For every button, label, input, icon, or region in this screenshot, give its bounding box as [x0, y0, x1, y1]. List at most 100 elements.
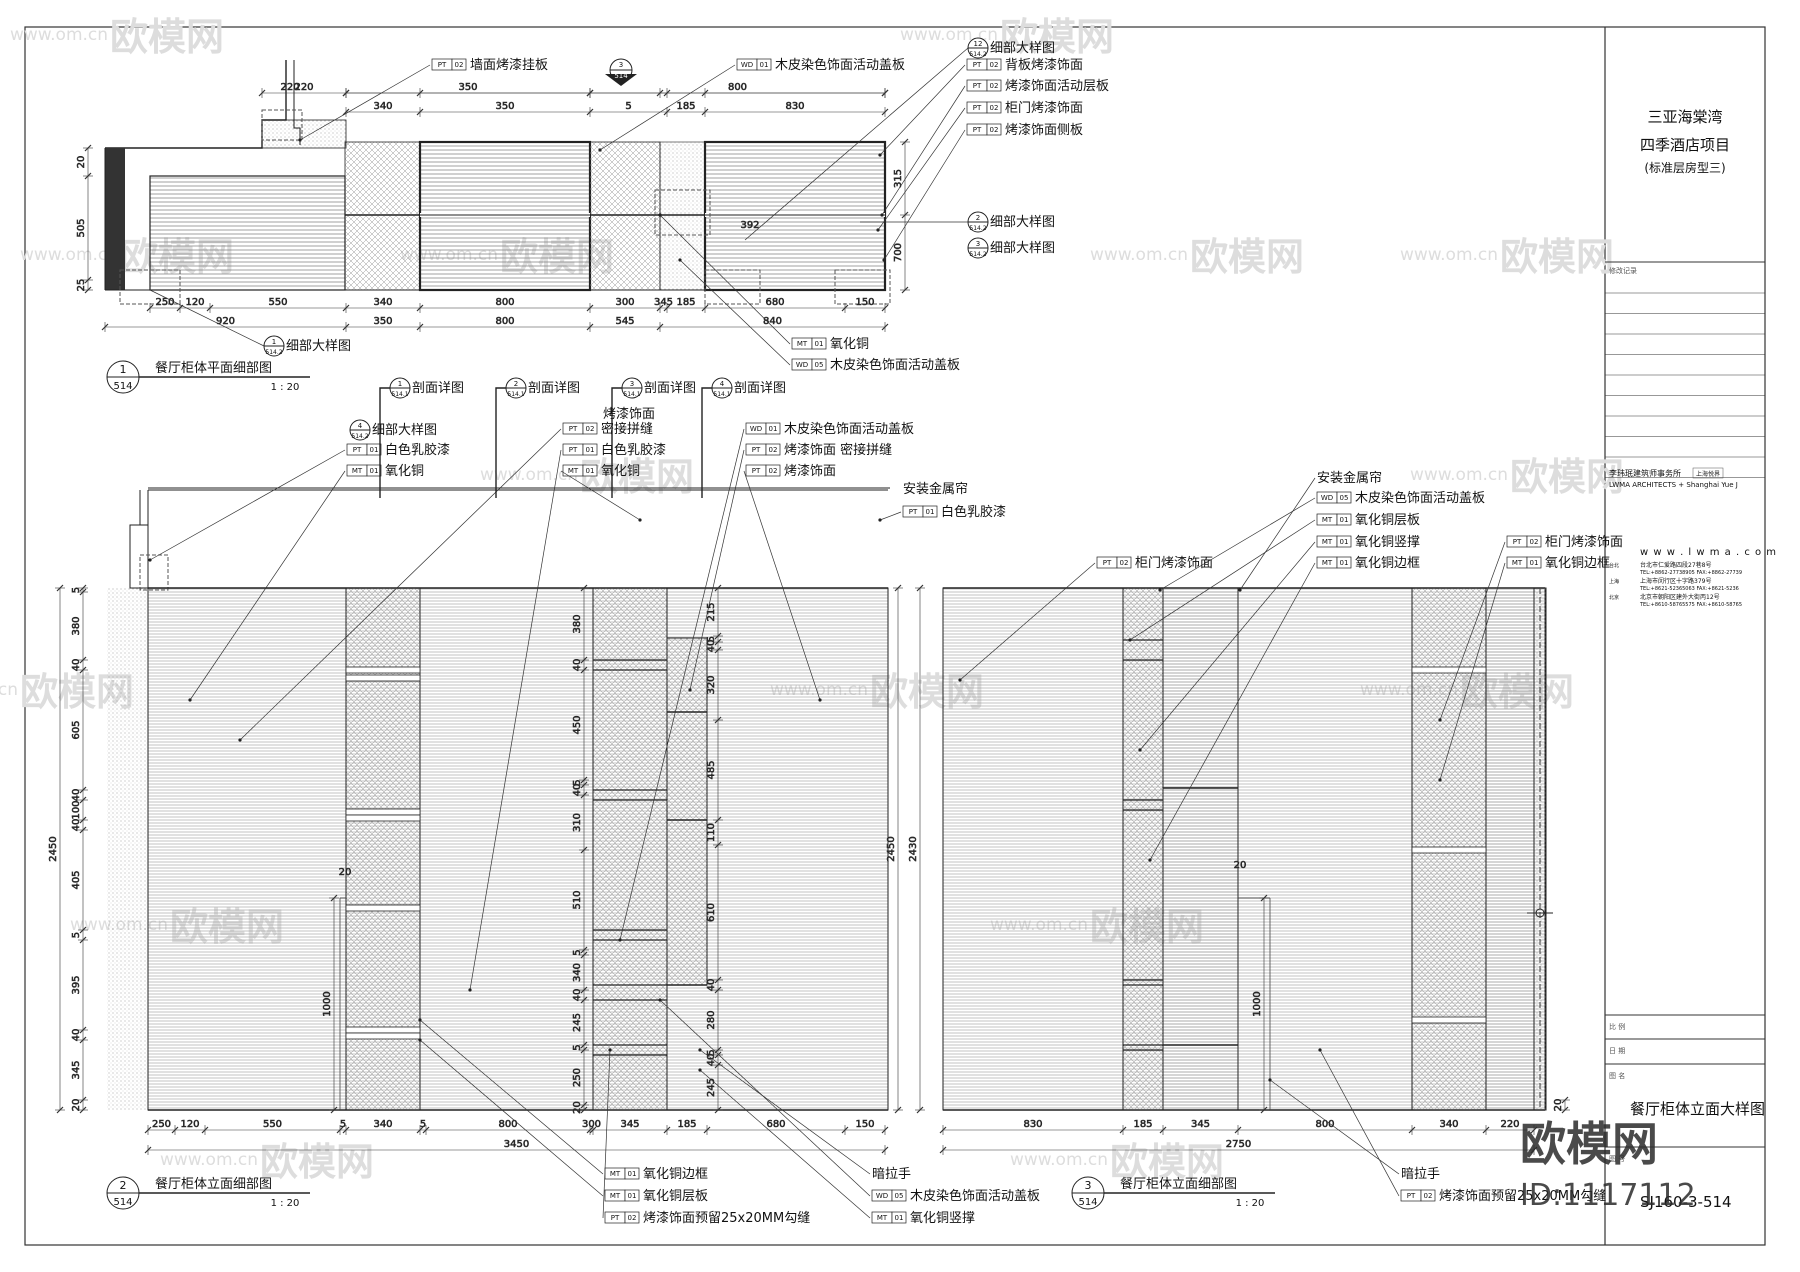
callout-text: 背板烤漆饰面 [1005, 57, 1083, 73]
scale-label: 比 例 [1609, 1022, 1625, 1031]
dim-label: 392 [740, 220, 759, 231]
dim-label: 245 [572, 1013, 583, 1032]
dim-label: 340 [1439, 1119, 1458, 1130]
callout-text: 白色乳胶漆 [601, 442, 666, 458]
dim-label: 250 [155, 297, 174, 308]
watermark-brand: 欧模网 [1190, 235, 1304, 279]
dim-label: 20 [71, 1099, 82, 1112]
dim-label: 20 [1553, 1099, 1564, 1112]
bubble-text: 剖面详图 [734, 381, 786, 396]
material-num: 01 [586, 467, 595, 475]
bubble-num: 1 [272, 338, 276, 346]
watermark-url: www.om.cn [0, 680, 18, 700]
dim-label: 485 [706, 760, 717, 779]
dim-label: 345 [71, 1060, 82, 1079]
dim-label: 395 [71, 975, 82, 994]
bubble-num: 2 [514, 380, 518, 388]
dim-label: 350 [373, 316, 392, 327]
callout-text: 密接拼缝 [601, 421, 653, 437]
material-code: PT [1513, 538, 1522, 546]
dim-label: 345 [620, 1119, 639, 1130]
material-code: MT [568, 467, 579, 475]
dim-label: 320 [706, 675, 717, 694]
callout-text: 氧化铜 [385, 464, 424, 479]
svg-text:3: 3 [619, 61, 623, 69]
material-num: 02 [769, 467, 778, 475]
material-num: 01 [586, 446, 595, 454]
material-code: MT [1322, 559, 1333, 567]
dim-label: 5 [420, 1119, 426, 1130]
bubble-num: 2 [976, 214, 980, 222]
dim-label: 340 [373, 1119, 392, 1130]
bubble-text: 细部大样图 [372, 423, 437, 438]
material-num: 01 [1340, 559, 1349, 567]
dim-label: 250 [152, 1119, 171, 1130]
dim-label: 100 [71, 800, 82, 819]
material-code: WD [741, 61, 753, 69]
bubble-sheet: 514.2 [969, 251, 986, 258]
material-code: PT [909, 508, 918, 516]
plan-callout: PT 02 背板烤漆饰面 [878, 57, 1083, 157]
material-code: PT [752, 467, 761, 475]
firm-en: LWMA ARCHITECTS + Shanghai Yue J [1609, 481, 1738, 489]
svg-text:514: 514 [614, 72, 628, 80]
dim-label: 1000 [1252, 991, 1263, 1016]
bubble-text: 细部大样图 [286, 339, 351, 354]
sheet-border [24, 26, 1766, 1246]
material-num: 01 [1340, 516, 1349, 524]
bubble-sheet: 514.2 [351, 433, 368, 440]
elev2-callout: 暗拉手 [698, 1048, 911, 1182]
svg-text:514: 514 [113, 381, 132, 392]
svg-text:3: 3 [1085, 1179, 1092, 1192]
dim-label: 605 [71, 720, 82, 739]
dim-label: 610 [706, 903, 717, 922]
callout-text: 烤漆饰面活动层板 [1005, 78, 1109, 94]
dim-label: 40 [71, 789, 82, 802]
dim-label: 185 [676, 297, 695, 308]
dim-label: 220 [1500, 1119, 1519, 1130]
bubble-num: 4 [358, 422, 363, 430]
material-num: 02 [990, 104, 999, 112]
bubble-sheet: 514.1 [391, 391, 408, 398]
callout-text: 木皮染色饰面活动盖板 [784, 421, 914, 437]
material-num: 05 [815, 361, 824, 369]
dim-label: 185 [676, 101, 695, 112]
dim-label: 545 [615, 316, 634, 327]
material-num: 01 [628, 1170, 637, 1178]
office-code: 台北 [1609, 562, 1619, 569]
dim-label: 120 [185, 297, 204, 308]
revision-header: 修改记录 [1609, 266, 1637, 275]
dim-label: 800 [1315, 1119, 1334, 1130]
dim-label: 700 [893, 243, 904, 262]
title-block: 三亚海棠湾 四季酒店项目 (标准层房型三) 修改记录 李玮珉建筑师事务所 上海悦… [1605, 108, 1776, 1211]
bubble-text: 细部大样图 [990, 41, 1055, 56]
callout-text: 白色乳胶漆 [941, 504, 1006, 520]
callout-text: 安装金属帘 [1317, 470, 1382, 486]
callout-text: 氧化铜竖撑 [910, 1211, 975, 1226]
material-code: PT [438, 61, 447, 69]
dim-label: 5 [572, 779, 583, 785]
bubble-sheet: 514.1 [507, 391, 524, 398]
dim-label: 150 [855, 297, 874, 308]
office-code: 上海 [1609, 578, 1619, 585]
watermark-url: www.om.cn [480, 465, 578, 485]
dim-label: 830 [1023, 1119, 1042, 1130]
dim-label: 245 [706, 1078, 717, 1097]
material-code: PT [973, 126, 982, 134]
material-num: 01 [815, 340, 824, 348]
bubble-text: 细部大样图 [990, 241, 1055, 256]
